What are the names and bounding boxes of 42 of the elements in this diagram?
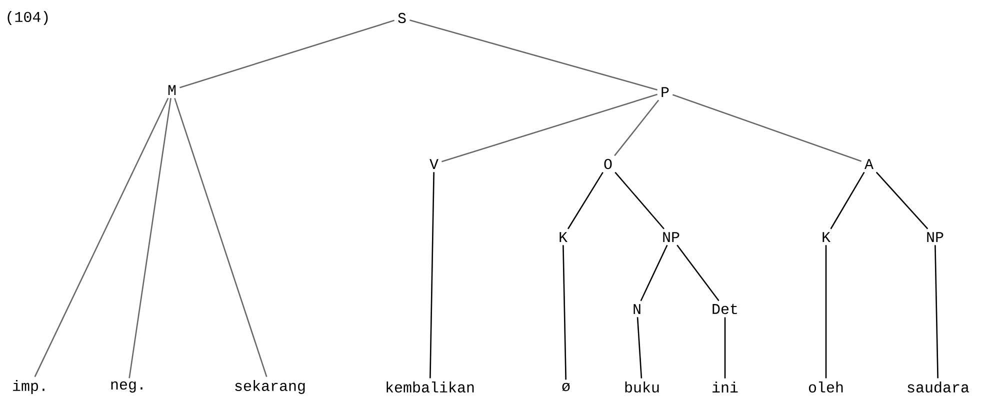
- category-label: K: [822, 232, 830, 242]
- category-label: K: [560, 232, 568, 242]
- tree-branch: [180, 20, 394, 88]
- word: imp.: [13, 380, 44, 394]
- category-label: V: [430, 159, 438, 169]
- category-label: N: [634, 304, 640, 314]
- tree-branch: [614, 172, 664, 230]
- tree-branch: [636, 317, 642, 378]
- word: oleh: [808, 382, 843, 392]
- word: saudara: [908, 381, 969, 393]
- word: buku: [625, 382, 659, 392]
- tree-branch: [174, 98, 268, 378]
- tree-branch: [876, 172, 928, 230]
- tree-branch: [567, 172, 604, 230]
- tree-branch: [614, 100, 660, 156]
- category-label: S: [398, 12, 406, 24]
- tree-branch: [934, 245, 938, 378]
- category-label: A: [864, 159, 874, 169]
- category-label: M: [168, 85, 176, 95]
- word: ini: [712, 382, 738, 392]
- tree-branch: [442, 94, 658, 162]
- tree-branch: [410, 20, 658, 90]
- tree-branch: [562, 245, 566, 380]
- tree-branch: [640, 244, 668, 302]
- tree-branch: [34, 98, 169, 378]
- category-label: O: [604, 158, 612, 170]
- word: ø: [562, 382, 570, 392]
- tree-branch: [672, 94, 862, 162]
- example-number: (104): [8, 11, 48, 25]
- tree-branch: [825, 245, 827, 378]
- tree-branch: [676, 244, 720, 302]
- tree-branch: [128, 98, 172, 378]
- category-label: NP: [927, 232, 944, 242]
- tree-branch: [430, 172, 434, 378]
- tree-branch: [724, 317, 726, 378]
- category-label: Det: [712, 304, 737, 314]
- word: neg.: [111, 381, 142, 393]
- word: kembalikan: [386, 382, 474, 392]
- category-label: NP: [663, 232, 680, 242]
- category-label: P: [662, 87, 669, 97]
- tree-branch: [830, 172, 865, 230]
- word: sekarang: [235, 380, 305, 394]
